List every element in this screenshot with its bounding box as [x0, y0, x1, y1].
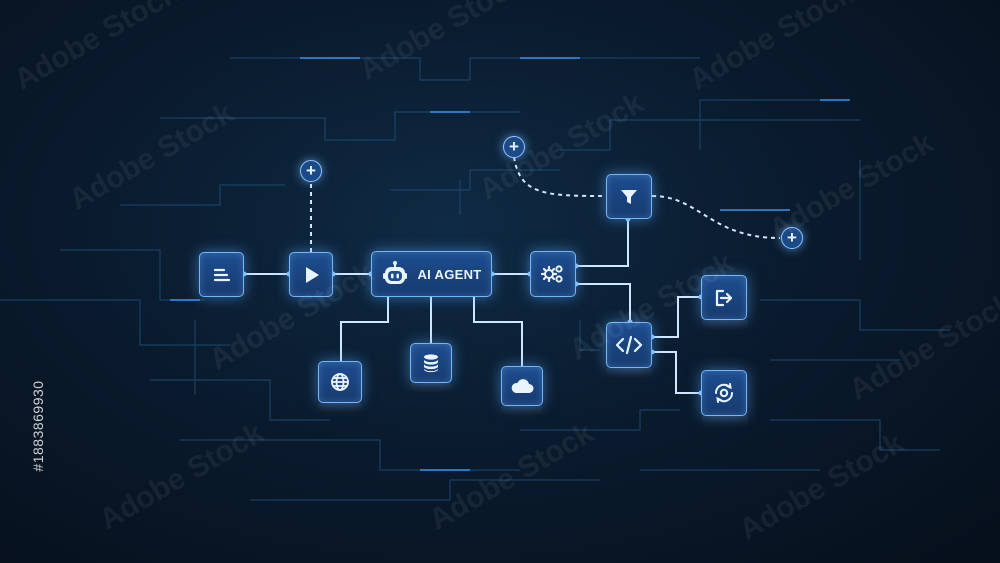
export-node-base [702, 319, 748, 331]
play-node[interactable] [289, 252, 333, 297]
filter-node[interactable] [606, 174, 652, 219]
database-icon [422, 353, 440, 373]
play-icon [301, 265, 321, 285]
code-node-base [606, 367, 652, 379]
sync-node[interactable] [701, 370, 747, 416]
add-step-above-play-button[interactable]: + [300, 160, 322, 182]
code-node[interactable] [606, 322, 652, 368]
cloud-icon [510, 377, 534, 395]
list-node[interactable] [199, 252, 244, 297]
gears-icon [541, 263, 565, 285]
cloud-node-base [501, 405, 543, 417]
globe-node[interactable] [318, 361, 362, 403]
add-step-top-button[interactable]: + [503, 136, 525, 158]
add-step-right-button[interactable]: + [781, 227, 803, 249]
export-icon [713, 288, 735, 308]
sync-settings-icon [712, 381, 736, 405]
robot-icon [381, 260, 409, 288]
ai-agent-node[interactable]: AI AGENT [371, 251, 492, 297]
filter-icon [619, 187, 639, 207]
export-node[interactable] [701, 275, 747, 320]
database-node[interactable] [410, 343, 452, 383]
list-icon [212, 266, 232, 284]
globe-icon [330, 372, 350, 392]
database-node-base [410, 382, 452, 394]
ai-agent-label: AI AGENT [417, 266, 482, 282]
gears-node[interactable] [530, 251, 576, 297]
stock-id-label: #1883869930 [30, 380, 46, 472]
sync-node-base [702, 414, 748, 426]
cloud-node[interactable] [501, 366, 543, 406]
globe-node-base [318, 402, 362, 414]
code-icon [615, 335, 643, 355]
